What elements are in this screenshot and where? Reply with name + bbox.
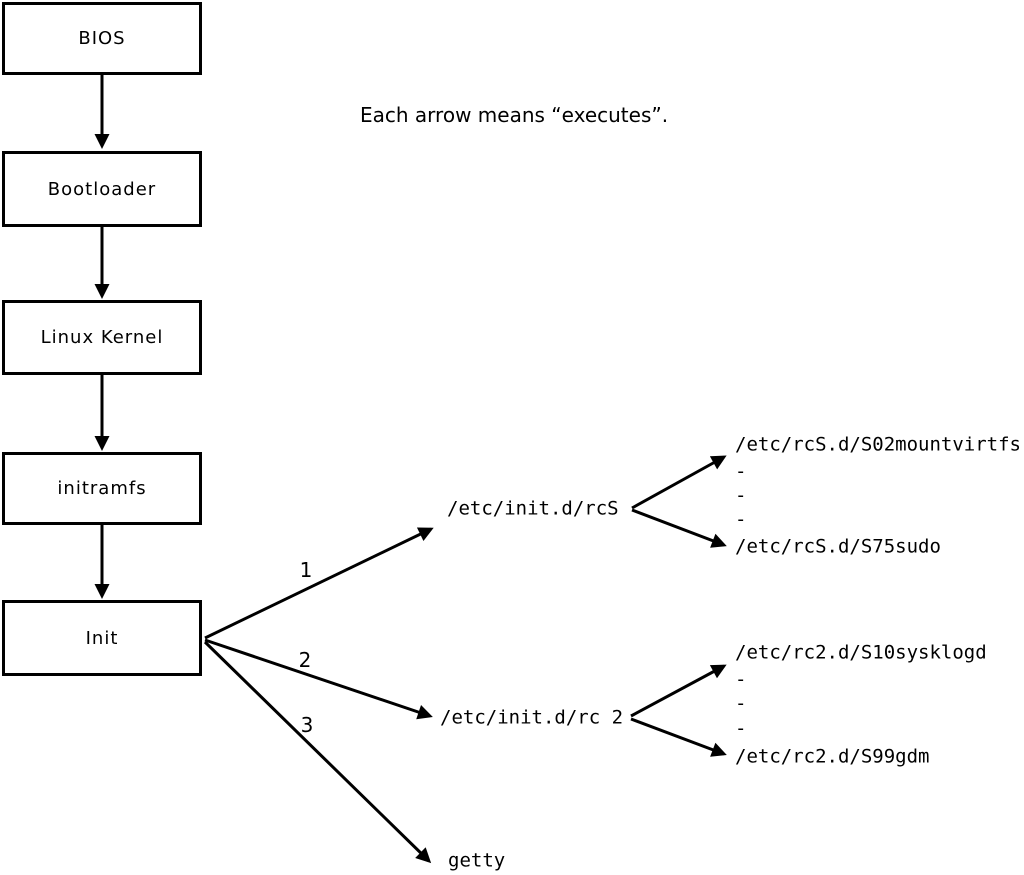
label-etc-init-d-rcs: /etc/init.d/rcS xyxy=(447,497,619,520)
label-getty: getty xyxy=(448,849,506,872)
arrow-rc2-to-s10sysklogd xyxy=(630,664,727,718)
arrow-number-2: 2 xyxy=(298,648,312,672)
rc2-ellipsis-dash-3: - xyxy=(735,717,747,740)
node-init: Init xyxy=(2,600,202,676)
arrow-init-to-rcs xyxy=(204,527,434,640)
node-initramfs-label: initramfs xyxy=(57,478,147,499)
rc2-ellipsis-dash-1: - xyxy=(735,668,747,691)
label-rc2-s10sysklogd: /etc/rc2.d/S10sysklogd xyxy=(735,641,987,664)
arrow-init-to-rc2 xyxy=(204,638,433,720)
label-rcs-s02mountvirtfs: /etc/rcS.d/S02mountvirtfs xyxy=(735,433,1021,456)
node-init-label: Init xyxy=(85,627,119,649)
label-etc-init-d-rc2: /etc/init.d/rc 2 xyxy=(440,706,624,729)
legend-note: Each arrow means “executes”. xyxy=(360,103,669,127)
rcs-ellipsis-dash-2: - xyxy=(735,484,747,507)
rc2-ellipsis-dash-2: - xyxy=(735,692,747,715)
rcs-ellipsis-dash-1: - xyxy=(735,460,747,483)
label-rc2-s99gdm: /etc/rc2.d/S99gdm xyxy=(735,745,930,768)
node-initramfs: initramfs xyxy=(2,452,202,525)
rcs-ellipsis-dash-3: - xyxy=(735,508,747,531)
arrow-number-3: 3 xyxy=(300,713,314,737)
arrow-rcs-to-s02mountvirtfs xyxy=(631,455,727,510)
node-bootloader: Bootloader xyxy=(2,151,202,227)
node-bootloader-label: Bootloader xyxy=(47,178,157,200)
arrow-rc2-to-s99gdm xyxy=(630,717,727,757)
node-bios: BIOS xyxy=(2,2,202,75)
label-rcs-s75sudo: /etc/rcS.d/S75sudo xyxy=(735,535,941,558)
node-linux-kernel: Linux Kernel xyxy=(2,300,202,375)
arrow-number-1: 1 xyxy=(299,558,313,582)
arrow-init-to-getty xyxy=(203,640,432,864)
arrow-rcs-to-s75sudo xyxy=(631,508,727,548)
node-bios-label: BIOS xyxy=(78,28,126,49)
node-linux-kernel-label: Linux Kernel xyxy=(40,327,164,348)
